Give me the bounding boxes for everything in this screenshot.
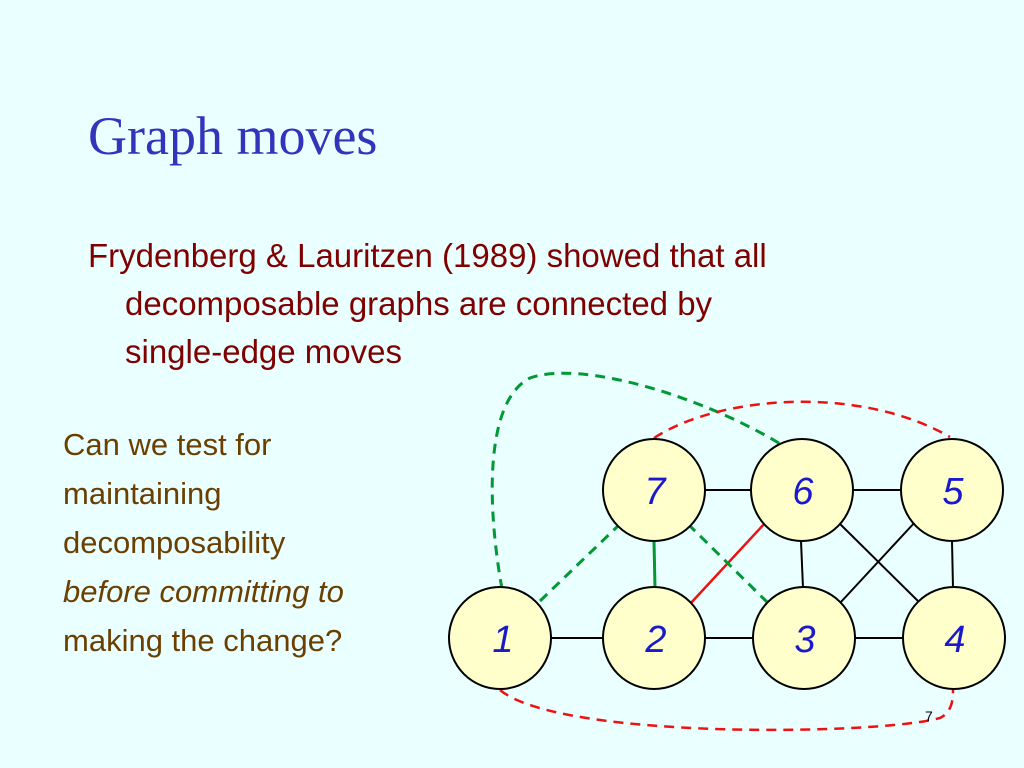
node-4 [902,586,1006,690]
slide-title: Graph moves [88,106,378,166]
solid-edges [551,489,954,639]
node-label-1: 1 [492,619,513,661]
question-text: Can we test for maintaining decomposabil… [63,420,453,665]
node-1 [448,586,552,690]
dashed-red-edges [499,400,955,732]
paragraph-line-1: Frydenberg & Lauritzen (1989) showed tha… [88,237,767,274]
edge-6-4 [837,521,921,604]
node-2 [602,586,706,690]
edge-5-3 [839,520,917,604]
node-label-7: 7 [644,471,667,513]
question-line-3: decomposability [63,525,286,560]
node-label-5: 5 [942,471,964,513]
node-label-6: 6 [792,471,814,513]
dashed-green-edges [490,371,783,604]
node-6 [750,438,854,542]
edge-5-4 [951,540,954,589]
bullet-paragraph: Frydenberg & Lauritzen (1989) showed tha… [88,232,948,376]
node-7 [602,438,706,542]
edge-7-3-dashed [686,522,769,604]
question-line-4-emphasis: before committing to [63,574,344,609]
edge-6-3 [800,540,804,589]
paragraph-line-3: single-edge moves [125,333,402,370]
graph-nodes [448,438,1006,690]
node-label-4: 4 [944,619,965,661]
edge-1-6-dashed-arc [490,371,783,590]
edge-7-2-green [652,540,657,589]
node-3 [752,586,856,690]
question-line-5: making the change? [63,623,343,658]
page-number: 7 [925,708,933,724]
question-line-1: Can we test for [63,427,272,462]
node-label-3: 3 [794,619,815,661]
node-label-2: 2 [644,619,666,661]
edge-7-5-dashed-arc [653,400,951,440]
question-line-2: maintaining [63,476,222,511]
edge-1-7-dashed [538,522,622,603]
node-5 [900,438,1004,542]
edge-1-4-dashed-arc [499,689,955,732]
node-labels: 7 6 5 1 2 3 4 [492,471,965,661]
paragraph-line-2: decomposable graphs are connected by [125,285,713,322]
